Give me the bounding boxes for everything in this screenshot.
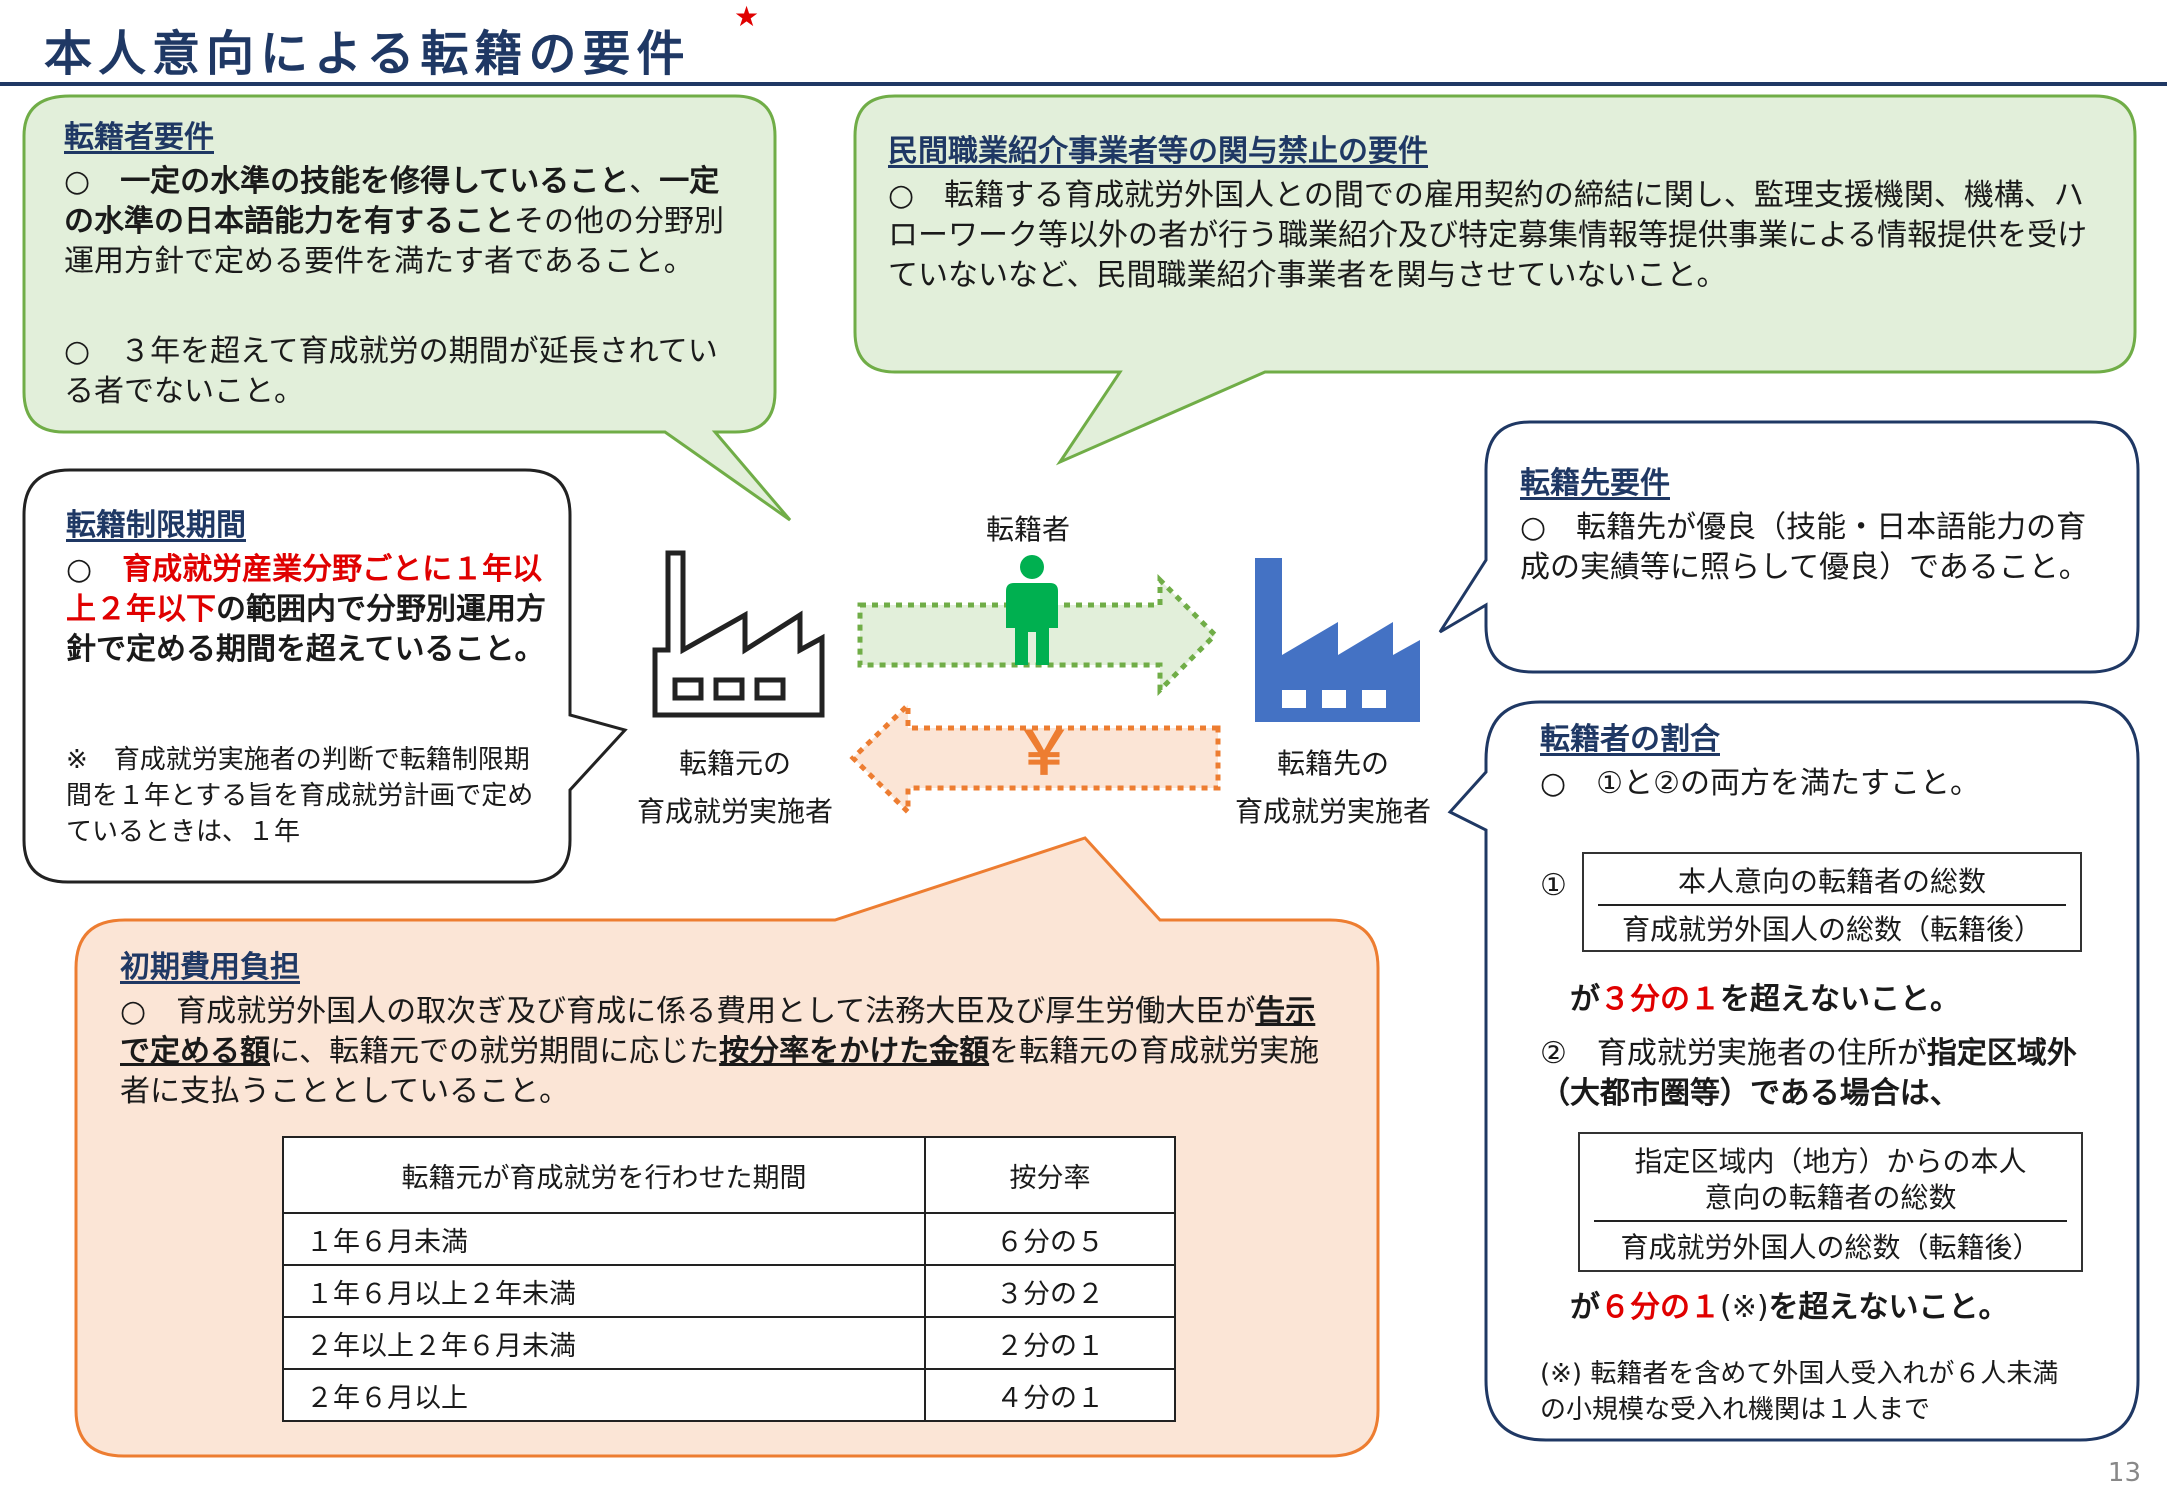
fraction-2-numerator-2: 意向の転籍者の総数	[1704, 1181, 1957, 1214]
transferee-req-item1: ○ 一定の水準の技能を修得していること、一定の水準の日本語能力を有することその他…	[64, 164, 724, 279]
table-header-period: 転籍元が育成就労を行わせた期間	[282, 1136, 926, 1214]
restriction-body: ○ 育成就労産業分野ごとに１年以上２年以下の範囲内で分野別運用方針で定める期間を…	[66, 552, 546, 667]
ratio-c1-mark: ①	[1540, 868, 1567, 903]
ratio-fraction-2: 指定区域内（地方）からの本人 意向の転籍者の総数 育成就労外国人の総数（転籍後）	[1578, 1132, 2083, 1272]
private-agency-body: ○ 転籍する育成就労外国人との間での雇用契約の締結に関し、監理支援機関、機構、ハ…	[888, 178, 2088, 293]
ratio-fraction-1: 本人意向の転籍者の総数 育成就労外国人の総数（転籍後）	[1582, 852, 2082, 952]
private-agency-heading: 民間職業紹介事業者等の関与禁止の要件	[888, 134, 1428, 169]
yen-icon: ￥	[1014, 719, 1074, 789]
ratio-c2-result: が６分の１(※)を超えないこと。	[1570, 1290, 2009, 1325]
destination-heading: 転籍先要件	[1520, 466, 1670, 501]
fraction-2-denominator: 育成就労外国人の総数（転籍後）	[1620, 1231, 2041, 1264]
ratio-c1-result: が３分の１を超えないこと。	[1570, 982, 1960, 1017]
ratio-footnote: (※) 転籍者を含めて外国人受入れが６人未満の小規模な受入れ機関は１人まで	[1540, 1359, 2059, 1425]
table-row: ２年６月以上 ４分の１	[282, 1368, 1176, 1422]
page-title: 本人意向による転籍の要件	[44, 26, 691, 82]
page-number: 13	[2107, 1458, 2141, 1488]
source-label-1: 転籍元の	[678, 747, 791, 780]
table-row: １年６月以上２年未満 ３分の２	[282, 1264, 1176, 1318]
restriction-note: ※ 育成就労実施者の判断で転籍制限期間を１年とする旨を育成就労計画で定めていると…	[66, 745, 534, 847]
transferee-req-item2: ○ ３年を超えて育成就労の期間が延長されている者でないこと。	[64, 334, 718, 409]
title-rule	[0, 82, 2167, 86]
fraction-2-line	[1594, 1220, 2067, 1222]
destination-callout	[1438, 420, 2140, 674]
initial-cost-body: ○ 育成就労外国人の取次ぎ及び育成に係る費用として法務大臣及び厚生労働大臣が告示…	[120, 994, 1320, 1109]
table-cell-period: １年６月以上２年未満	[282, 1264, 926, 1318]
transferee-req-heading: 転籍者要件	[64, 120, 214, 155]
ratio-heading: 転籍者の割合	[1540, 722, 1720, 757]
table-cell-period: １年６月未満	[282, 1212, 926, 1266]
source-factory-icon	[652, 550, 825, 718]
fraction-1-numerator: 本人意向の転籍者の総数	[1677, 865, 1986, 898]
table-cell-period: ２年以上２年６月未満	[282, 1316, 926, 1370]
table-cell-rate: ３分の２	[924, 1264, 1176, 1318]
fraction-1-denominator: 育成就労外国人の総数（転籍後）	[1621, 913, 2042, 946]
table-cell-rate: ６分の５	[924, 1212, 1176, 1266]
fraction-1-line	[1598, 904, 2066, 906]
source-label-2: 育成就労実施者	[636, 795, 833, 828]
star-mark: ★	[734, 0, 760, 33]
apportion-table: 転籍元が育成就労を行わせた期間 按分率 １年６月未満 ６分の５ １年６月以上２年…	[282, 1136, 1176, 1422]
table-cell-rate: ４分の１	[924, 1368, 1176, 1422]
dest-label-1: 転籍先の	[1276, 747, 1389, 780]
private-agency-callout	[853, 94, 2137, 466]
initial-cost-heading: 初期費用負担	[120, 950, 300, 985]
ratio-intro: ○ ①と②の両方を満たすこと。	[1540, 766, 1980, 801]
dest-label-2: 育成就労実施者	[1234, 795, 1431, 828]
table-cell-rate: ２分の１	[924, 1316, 1176, 1370]
restriction-heading: 転籍制限期間	[66, 508, 246, 543]
table-header-row: 転籍元が育成就労を行わせた期間 按分率	[282, 1136, 1176, 1214]
restriction-callout	[22, 468, 628, 884]
table-row: １年６月未満 ６分の５	[282, 1212, 1176, 1266]
table-header-rate: 按分率	[924, 1136, 1176, 1214]
destination-body: ○ 転籍先が優良（技能・日本語能力の育成の実績等に照らして優良）であること。	[1520, 510, 2089, 585]
transferee-callout	[22, 94, 792, 522]
table-cell-period: ２年６月以上	[282, 1368, 926, 1422]
person-icon	[1006, 555, 1058, 665]
fraction-2-numerator-1: 指定区域内（地方）からの本人	[1634, 1145, 2027, 1178]
person-label: 転籍者	[986, 513, 1071, 546]
payment-left-arrow	[849, 699, 1221, 818]
ratio-c2-condition: ② 育成就労実施者の住所が指定区域外（大都市圏等）である場合は、	[1540, 1036, 2077, 1111]
table-row: ２年以上２年６月未満 ２分の１	[282, 1316, 1176, 1370]
destination-factory-icon	[1255, 558, 1420, 722]
